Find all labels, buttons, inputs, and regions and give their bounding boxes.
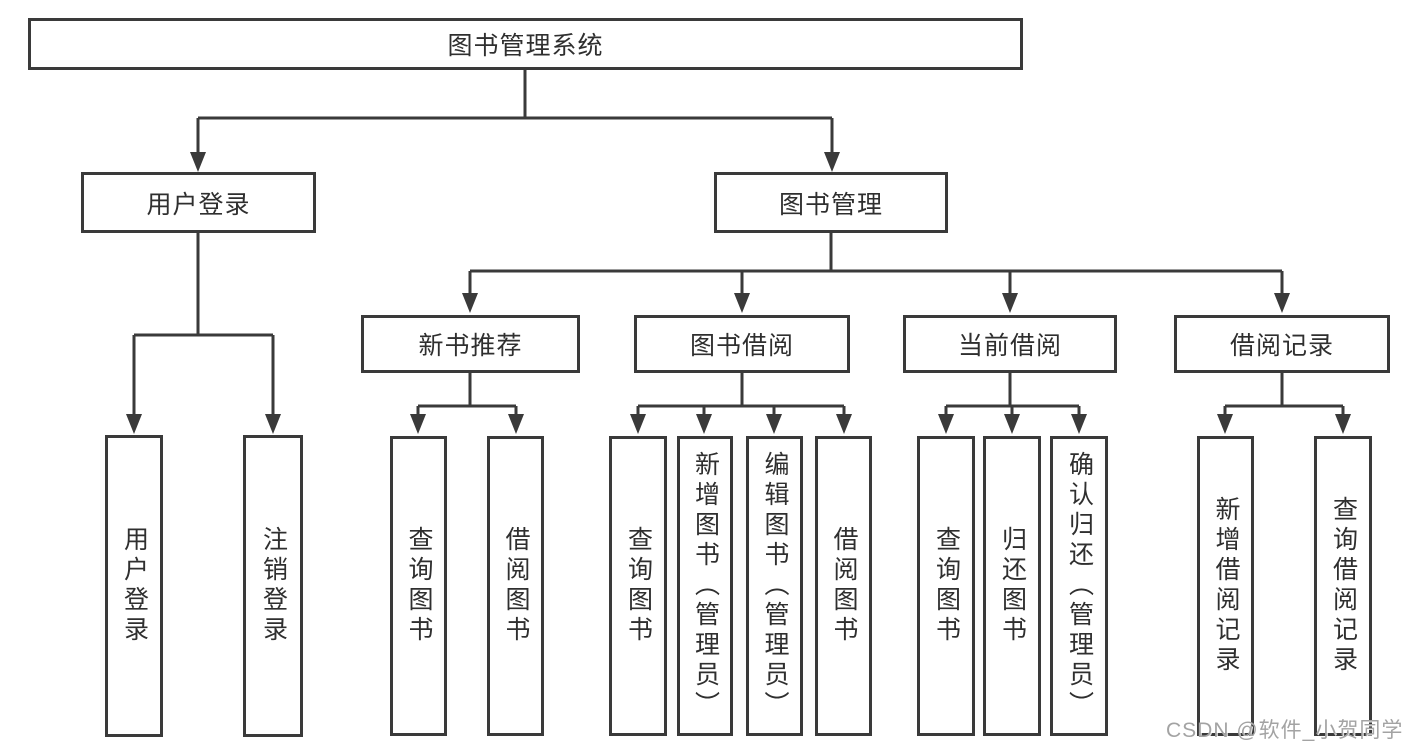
leaf-return-books: 归还图书 (983, 436, 1041, 736)
leaf-add-books-admin: 新增图书（管理员） (677, 436, 733, 736)
node-new-book-recommend: 新书推荐 (361, 315, 580, 373)
leaf-label: 确认归还（管理员） (1065, 451, 1094, 721)
leaf-label: 查询图书 (932, 526, 961, 646)
node-book-management: 图书管理 (714, 172, 948, 233)
leaf-label: 查询图书 (405, 526, 433, 646)
node-root-library-system: 图书管理系统 (28, 18, 1023, 70)
leaf-label: 查询图书 (624, 526, 653, 646)
leaf-edit-books-admin: 编辑图书（管理员） (746, 436, 803, 736)
node-current-borrow: 当前借阅 (903, 315, 1117, 373)
leaf-logout-login: 注销登录 (243, 435, 303, 737)
leaf-query-books-recommend: 查询图书 (390, 436, 447, 736)
node-user-login: 用户登录 (81, 172, 316, 233)
leaf-borrow-books-borrow: 借阅图书 (815, 436, 872, 736)
leaf-user-login: 用户登录 (105, 435, 163, 737)
node-book-borrow: 图书借阅 (634, 315, 850, 373)
leaf-confirm-return-admin: 确认归还（管理员） (1050, 436, 1108, 736)
leaf-borrow-books-recommend: 借阅图书 (487, 436, 544, 736)
leaf-add-borrow-record: 新增借阅记录 (1197, 436, 1254, 736)
leaf-label: 借阅图书 (830, 526, 858, 646)
leaf-label: 借阅图书 (502, 526, 530, 646)
leaf-query-borrow-record: 查询借阅记录 (1314, 436, 1372, 736)
leaf-label: 查询借阅记录 (1329, 496, 1358, 676)
leaf-label: 编辑图书（管理员） (761, 451, 789, 721)
leaf-label: 用户登录 (120, 526, 149, 646)
leaf-query-books-current: 查询图书 (917, 436, 975, 736)
csdn-watermark: CSDN @软件_小贺同学 (1166, 719, 1404, 742)
node-borrow-records: 借阅记录 (1174, 315, 1390, 373)
leaf-query-books-borrow: 查询图书 (609, 436, 667, 736)
leaf-label: 新增借阅记录 (1212, 496, 1240, 676)
leaf-label: 注销登录 (259, 526, 288, 646)
leaf-label: 新增图书（管理员） (691, 451, 720, 721)
leaf-label: 归还图书 (998, 526, 1027, 646)
